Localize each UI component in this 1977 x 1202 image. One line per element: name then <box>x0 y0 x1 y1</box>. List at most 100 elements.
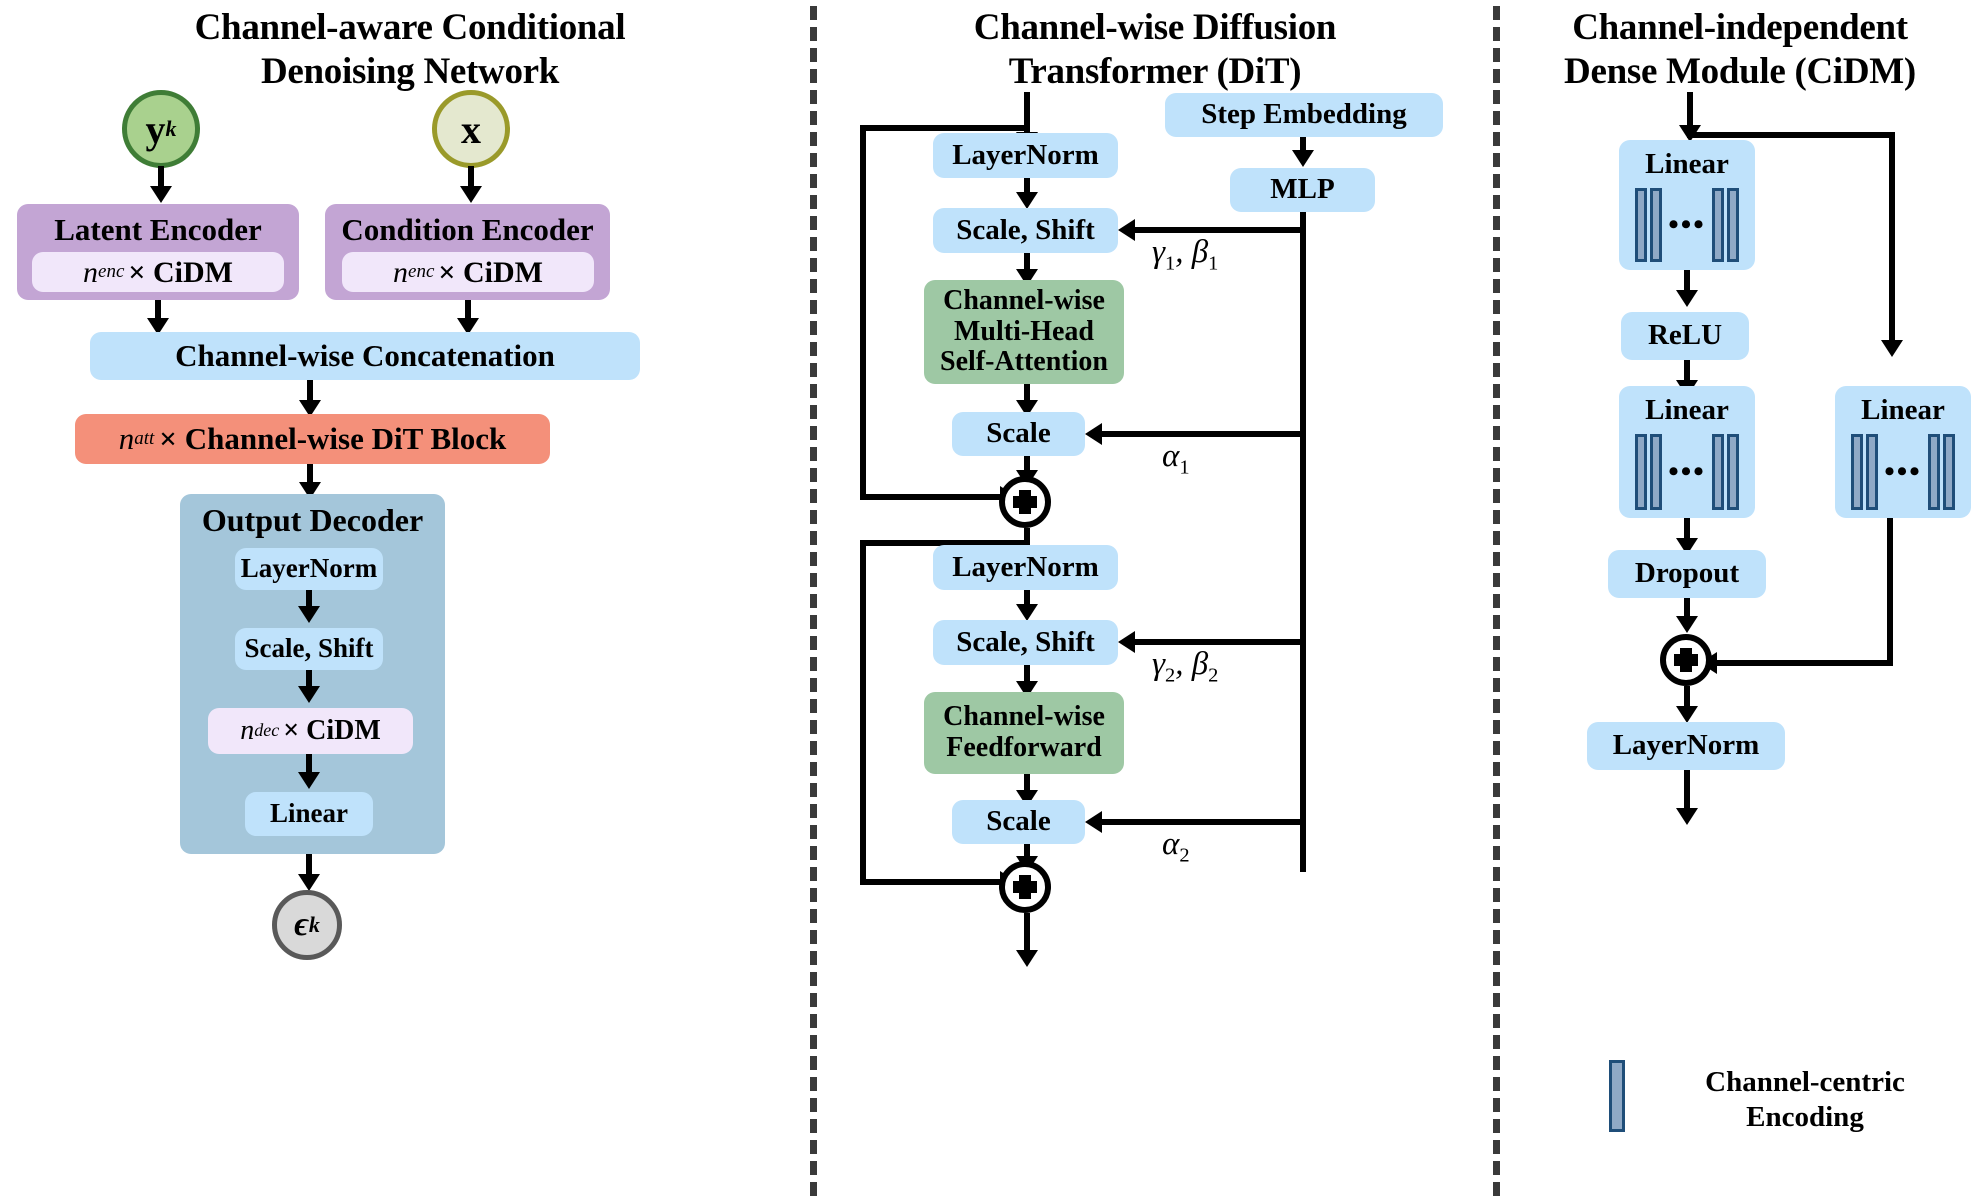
channel-bar <box>1711 188 1724 262</box>
decoder-scale-shift-label: Scale, Shift <box>244 633 374 664</box>
channel-bar <box>1866 434 1879 510</box>
beta1-sub: 1 <box>1208 252 1219 275</box>
cidm-layernorm-box[interactable]: LayerNorm <box>1587 722 1785 770</box>
decoder-scale-shift-box[interactable]: Scale, Shift <box>235 628 383 670</box>
arrowhead-plus-to-layernorm <box>1676 706 1698 723</box>
channel-bar <box>1711 434 1724 510</box>
decoder-linear-label: Linear <box>270 798 348 829</box>
gamma2-beta2-mid: , β <box>1175 646 1209 682</box>
arrowhead-decoder-cidm-to-linear <box>298 772 320 789</box>
channel-bar <box>1635 188 1648 262</box>
decoder-layernorm-label: LayerNorm <box>240 553 378 584</box>
cidm-linear-1-bars: ••• <box>1619 188 1755 262</box>
dit-layernorm-1-box[interactable]: LayerNorm <box>933 133 1118 178</box>
connector-decoder-ln-to-ss <box>306 590 312 610</box>
dit-scale-2-label: Scale <box>986 805 1051 838</box>
connector-plus2-output <box>1024 913 1030 959</box>
dit-block-rest: × Channel-wise DiT Block <box>159 420 507 456</box>
residual2-branch-top <box>860 540 1030 546</box>
node-yk-sub: k <box>165 116 177 141</box>
arrowhead-linear1-to-relu <box>1676 290 1698 307</box>
connector-latent-to-concat <box>155 300 161 322</box>
dit-scale-2-box[interactable]: Scale <box>952 800 1085 844</box>
alpha2-line <box>1102 819 1303 825</box>
latent-encoder-title: Latent Encoder <box>54 212 262 247</box>
channel-bar <box>1650 434 1663 510</box>
connector-stepemb-to-mlp <box>1300 137 1306 153</box>
mlp-box[interactable]: MLP <box>1230 168 1375 212</box>
arrowhead-yk-to-latent <box>150 186 172 203</box>
channel-bar <box>1726 188 1739 262</box>
feedforward-line-1: Channel-wise <box>943 701 1105 733</box>
cidm-relu-box[interactable]: ReLU <box>1621 312 1749 360</box>
left-title-line-1: Channel-aware Conditional <box>194 7 626 48</box>
dit-scale-shift-1-box[interactable]: Scale, Shift <box>933 208 1118 253</box>
connector-condition-to-concat <box>465 300 471 322</box>
cidm-linear-skip-bars: ••• <box>1835 434 1971 510</box>
dit-layernorm-2-label: LayerNorm <box>952 550 1099 583</box>
cidm-skip-right <box>1889 132 1895 348</box>
mlp-conditioning-bus <box>1300 212 1306 872</box>
channel-bar <box>1851 434 1864 510</box>
cidm-residual-add-icon <box>1660 634 1712 686</box>
connector-ss1-to-attn <box>1024 253 1030 273</box>
decoder-layernorm-box[interactable]: LayerNorm <box>235 548 383 590</box>
legend-channel-bar-icon <box>1609 1060 1625 1132</box>
concat-label: Channel-wise Concatenation <box>175 337 555 373</box>
arrowhead-dropout-to-plus <box>1676 616 1698 633</box>
right-panel-title: Channel-independent Dense Module (CiDM) <box>1510 6 1970 93</box>
condition-encoder-title: Condition Encoder <box>341 212 594 247</box>
arrowhead-alpha1 <box>1085 423 1102 445</box>
arrowhead-stepemb-to-mlp <box>1292 150 1314 167</box>
alpha2-label: α2 <box>1162 826 1190 868</box>
cidm-dropout-box[interactable]: Dropout <box>1608 550 1766 598</box>
alpha1-symbol: α <box>1162 438 1180 474</box>
gamma1-sub: 1 <box>1165 252 1176 275</box>
dit-block-n: n <box>118 420 135 456</box>
dit-scale-1-box[interactable]: Scale <box>952 412 1085 456</box>
dit-scale-1-label: Scale <box>986 417 1051 450</box>
decoder-cidm-rest: × CiDM <box>283 714 381 746</box>
channel-bar <box>1650 188 1663 262</box>
dit-layernorm-2-box[interactable]: LayerNorm <box>933 545 1118 590</box>
arrowhead-x-to-condition <box>460 186 482 203</box>
connector-dit-to-decoder <box>307 464 313 486</box>
connector-dropout-to-plus <box>1684 598 1690 624</box>
residual2-branch-left <box>860 540 866 885</box>
dit-scale-shift-2-box[interactable]: Scale, Shift <box>933 620 1118 665</box>
alpha1-label: α1 <box>1162 438 1190 480</box>
channel-wise-attention-box[interactable]: Channel-wise Multi-Head Self-Attention <box>924 280 1124 384</box>
connector-attn-to-scale1 <box>1024 384 1030 404</box>
cidm-skip-into-plus <box>1716 660 1890 666</box>
connector-plus-to-layernorm <box>1684 686 1690 712</box>
step-embedding-label: Step Embedding <box>1201 98 1407 131</box>
decoder-linear-box[interactable]: Linear <box>245 792 373 836</box>
node-epsilon-sub: k <box>308 912 320 937</box>
mlp-label: MLP <box>1270 173 1335 206</box>
attention-line-1: Channel-wise <box>943 284 1105 316</box>
channel-wise-concatenation-box[interactable]: Channel-wise Concatenation <box>90 332 640 380</box>
node-x[interactable]: x <box>432 90 510 168</box>
residual-add-2-icon <box>999 861 1051 913</box>
channel-wise-feedforward-box[interactable]: Channel-wise Feedforward <box>924 692 1124 774</box>
connector-concat-to-dit <box>307 380 313 404</box>
alpha2-symbol: α <box>1162 826 1180 862</box>
connector-decoder-ss-to-cidm <box>306 670 312 690</box>
attention-line-2: Multi-Head <box>954 315 1094 347</box>
feedforward-line-2: Feedforward <box>946 732 1102 763</box>
condition-cidm-rest: × CiDM <box>438 255 543 289</box>
arrowhead-ln1-to-ss1 <box>1016 192 1038 209</box>
step-embedding-box[interactable]: Step Embedding <box>1165 93 1443 137</box>
gamma2-symbol: γ <box>1152 646 1166 682</box>
left-panel-title: Channel-aware Conditional Denoising Netw… <box>30 6 790 93</box>
arrowhead-cidm-skip-to-linear <box>1881 340 1903 357</box>
connector-ff-to-scale2 <box>1024 774 1030 794</box>
gamma1-symbol: γ <box>1152 234 1166 270</box>
residual2-branch-bottom <box>860 879 1005 885</box>
